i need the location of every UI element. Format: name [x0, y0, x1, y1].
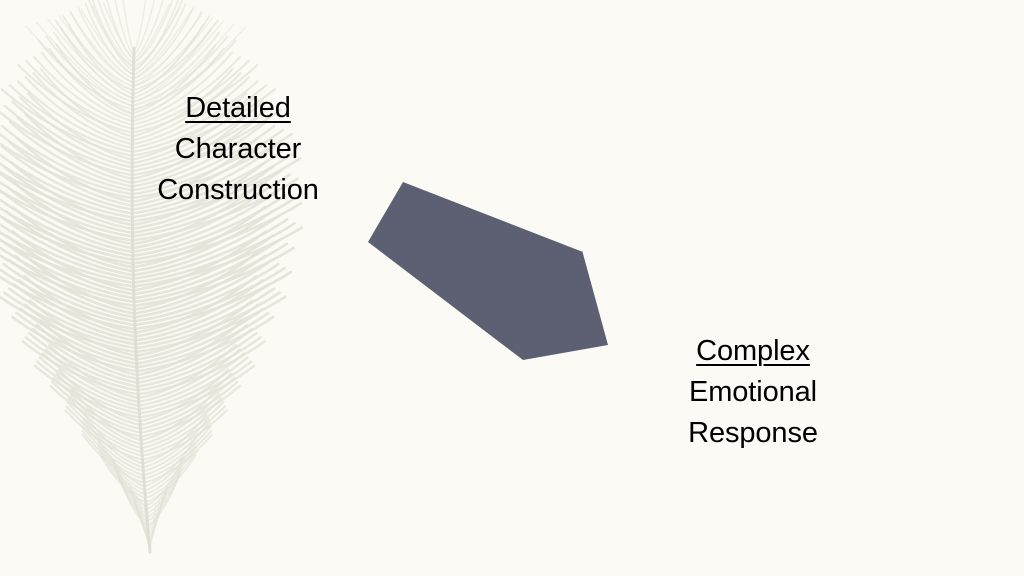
source-label-line-2: Character — [174, 133, 302, 165]
source-label-line-3: Construction — [157, 174, 319, 206]
target-label-line-3: Response — [688, 417, 818, 449]
target-label-line-1: Complex — [696, 335, 810, 367]
source-label-line-1: Detailed — [185, 92, 291, 124]
target-label-group: Complex Emotional Response — [688, 331, 818, 454]
arrow-polygon — [368, 182, 608, 360]
target-label-line-2: Emotional — [688, 376, 818, 408]
source-label-group: Detailed Character Construction — [157, 88, 319, 211]
